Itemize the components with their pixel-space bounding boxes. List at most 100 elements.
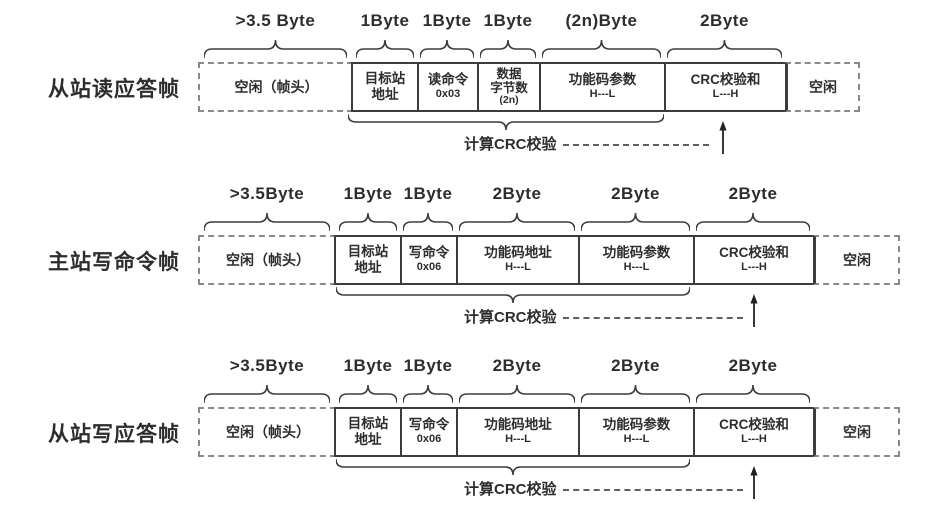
top-brace-icon bbox=[480, 40, 536, 58]
cell-data-byte-count: 数据 字节数 (2n) bbox=[477, 64, 539, 110]
top-brace-icon bbox=[542, 40, 661, 58]
cell-subtext: H---L bbox=[623, 433, 650, 446]
cell-crc-checksum: CRC校验和 L---H bbox=[693, 409, 813, 455]
cell-text: CRC校验和 bbox=[719, 244, 789, 260]
cell-function-address: 功能码地址 H---L bbox=[456, 237, 578, 283]
cell-text: 功能码参数 bbox=[568, 71, 637, 87]
byte-count-label: 1Byte bbox=[483, 11, 533, 30]
byte-count-label: 2Byte bbox=[700, 11, 749, 30]
cell-crc-checksum: CRC校验和 L---H bbox=[664, 64, 785, 110]
top-brace-icon bbox=[204, 385, 330, 403]
crc-arrow-up-icon bbox=[750, 466, 758, 499]
top-brace-icon bbox=[204, 40, 347, 58]
byte-count-label: >3.5Byte bbox=[229, 184, 305, 203]
cell-idle-head: 空闲（帧头） bbox=[198, 235, 336, 285]
top-brace-icon bbox=[204, 213, 330, 231]
cell-text: 功能码地址 bbox=[484, 244, 552, 260]
crc-arrow-up-icon bbox=[719, 121, 727, 154]
cell-target-address: 目标站 地址 bbox=[336, 409, 400, 455]
cell-text: 数据 bbox=[496, 67, 522, 82]
byte-count-label: 1Byte bbox=[403, 184, 453, 203]
bottom-brace-icon bbox=[348, 114, 664, 130]
crc-annotation-label: 计算CRC校验 bbox=[464, 136, 557, 153]
cell-text: 字节数 bbox=[490, 81, 528, 96]
byte-count-label: 2Byte bbox=[492, 356, 542, 375]
cell-write-command: 写命令 0x06 bbox=[400, 237, 456, 283]
frame-row-title: 主站写命令帧 bbox=[48, 251, 180, 274]
frame-row-title: 从站读应答帧 bbox=[48, 78, 180, 101]
top-brace-icon bbox=[403, 213, 453, 231]
cell-text: CRC校验和 bbox=[690, 71, 761, 87]
cell-subtext: L---H bbox=[712, 88, 739, 101]
top-brace-icon bbox=[581, 385, 690, 403]
top-brace-icon bbox=[420, 40, 474, 58]
crc-dash-line bbox=[563, 317, 743, 319]
cell-text: 空闲 bbox=[809, 79, 837, 95]
byte-count-label: 2Byte bbox=[492, 184, 542, 203]
cell-text: 读命令 bbox=[427, 71, 469, 87]
byte-count-label: 1Byte bbox=[343, 184, 393, 203]
cell-write-command: 写命令 0x06 bbox=[400, 409, 456, 455]
cell-idle-head: 空闲（帧头） bbox=[198, 62, 353, 112]
cell-text: 地址 bbox=[354, 260, 382, 275]
cell-text: 写命令 bbox=[408, 244, 450, 260]
byte-count-label: >3.5Byte bbox=[229, 356, 305, 375]
cell-text: 空闲（帧头） bbox=[234, 79, 319, 95]
cell-text: 功能码参数 bbox=[602, 416, 671, 432]
byte-count-label: (2n)Byte bbox=[565, 11, 638, 30]
cell-subtext: 0x06 bbox=[416, 433, 442, 446]
bottom-brace-icon bbox=[336, 287, 690, 303]
cell-subtext: H---L bbox=[623, 261, 650, 274]
cell-text: 目标站 bbox=[364, 70, 406, 86]
crc-dash-line bbox=[563, 144, 709, 146]
cell-text: 目标站 bbox=[347, 415, 389, 431]
cell-subtext: L---H bbox=[741, 261, 767, 274]
cell-read-command: 读命令 0x03 bbox=[417, 64, 477, 110]
crc-annotation-label: 计算CRC校验 bbox=[464, 309, 557, 326]
frame-row-read-response: 从站读应答帧 >3.5 Byte 1Byte 1Byte 1Byte (2n)B… bbox=[0, 2, 939, 170]
cell-text: 空闲（帧头） bbox=[226, 252, 310, 268]
cell-text: 目标站 bbox=[347, 243, 389, 259]
frame-row-write-command: 主站写命令帧 >3.5Byte 1Byte 1Byte 2Byte 2Byte … bbox=[0, 175, 939, 343]
cell-text: 空闲 bbox=[843, 252, 871, 268]
cell-subtext: L---H bbox=[741, 433, 767, 446]
cell-text: 地址 bbox=[371, 87, 399, 102]
cell-subtext: H---L bbox=[505, 261, 531, 274]
byte-count-label: 1Byte bbox=[360, 11, 410, 30]
top-brace-icon bbox=[459, 385, 575, 403]
byte-count-label: 2Byte bbox=[611, 356, 660, 375]
byte-count-label: 1Byte bbox=[343, 356, 393, 375]
cell-idle-tail: 空闲 bbox=[785, 62, 860, 112]
cell-target-address: 目标站 地址 bbox=[353, 64, 417, 110]
cell-subtext: 0x03 bbox=[435, 88, 461, 101]
frame-row-title: 从站写应答帧 bbox=[48, 423, 180, 446]
cell-text: 地址 bbox=[354, 432, 382, 447]
cell-subtext: 0x06 bbox=[416, 261, 442, 274]
frame-data-fields: 目标站 地址 写命令 0x06 功能码地址 H---L 功能码参数 H---L … bbox=[334, 407, 815, 457]
crc-arrow-up-icon bbox=[750, 294, 758, 327]
top-brace-icon bbox=[339, 385, 397, 403]
cell-function-params: 功能码参数 H---L bbox=[539, 64, 664, 110]
cell-subtext: H---L bbox=[505, 433, 531, 446]
cell-idle-tail: 空闲 bbox=[813, 235, 900, 285]
byte-count-label: 2Byte bbox=[728, 184, 778, 203]
cell-text: 空闲（帧头） bbox=[226, 424, 310, 440]
byte-count-label: 2Byte bbox=[728, 356, 778, 375]
bottom-brace-icon bbox=[336, 459, 690, 475]
top-brace-icon bbox=[581, 213, 690, 231]
top-brace-icon bbox=[459, 213, 575, 231]
byte-count-label: 2Byte bbox=[611, 184, 660, 203]
byte-count-label: 1Byte bbox=[422, 11, 472, 30]
frame-data-fields: 目标站 地址 读命令 0x03 数据 字节数 (2n) 功能码参数 H---L … bbox=[351, 62, 787, 112]
cell-function-params: 功能码参数 H---L bbox=[578, 409, 693, 455]
cell-idle-head: 空闲（帧头） bbox=[198, 407, 336, 457]
cell-text: 写命令 bbox=[408, 416, 450, 432]
top-brace-icon bbox=[339, 213, 397, 231]
cell-subtext: H---L bbox=[589, 88, 616, 101]
top-brace-icon bbox=[356, 40, 414, 58]
cell-text: CRC校验和 bbox=[719, 416, 789, 432]
top-brace-icon bbox=[403, 385, 453, 403]
cell-crc-checksum: CRC校验和 L---H bbox=[693, 237, 813, 283]
cell-text: 空闲 bbox=[843, 424, 871, 440]
cell-subtext: (2n) bbox=[499, 94, 519, 107]
